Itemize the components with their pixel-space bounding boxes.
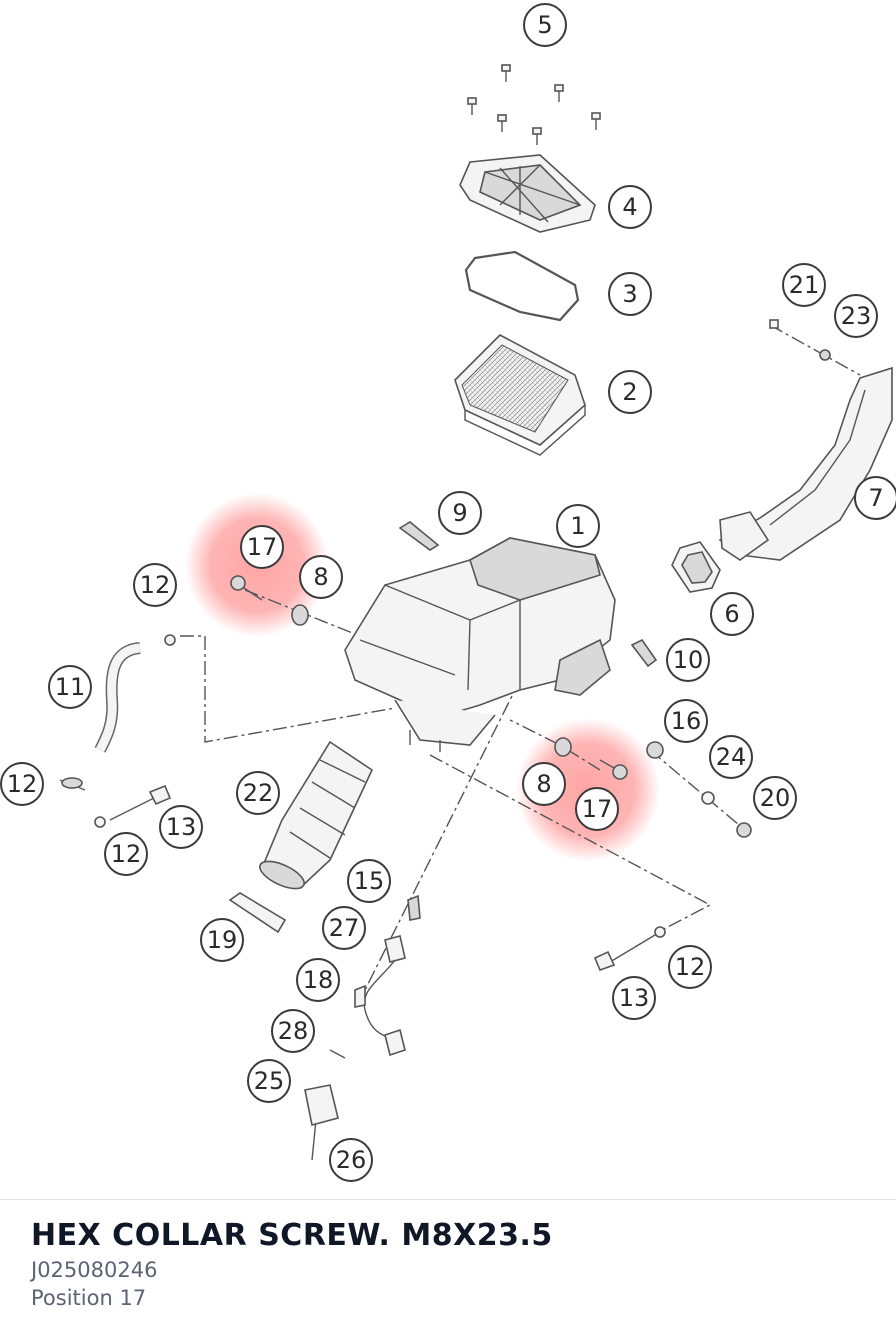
svg-text:11: 11: [55, 673, 86, 701]
callout-22[interactable]: 22: [236, 771, 280, 815]
callout-1[interactable]: 1: [556, 504, 600, 548]
part-info-panel: HEX COLLAR SCREW. M8X23.5 J025080246 Pos…: [0, 1199, 896, 1336]
svg-text:3: 3: [622, 280, 637, 308]
svg-text:10: 10: [673, 646, 704, 674]
callout-12-top-left[interactable]: 12: [133, 563, 177, 607]
svg-text:26: 26: [336, 1146, 367, 1174]
callout-12-bottom-left[interactable]: 12: [104, 832, 148, 876]
callout-17-upper[interactable]: 17: [240, 525, 284, 569]
svg-text:13: 13: [619, 984, 650, 1012]
svg-text:23: 23: [841, 302, 872, 330]
svg-text:8: 8: [313, 563, 328, 591]
svg-text:12: 12: [140, 571, 171, 599]
callout-12-left[interactable]: 12: [0, 762, 44, 806]
svg-text:16: 16: [671, 707, 702, 735]
svg-text:17: 17: [582, 795, 613, 823]
callout-25[interactable]: 25: [247, 1059, 291, 1103]
callout-12-right[interactable]: 12: [668, 945, 712, 989]
svg-text:9: 9: [452, 499, 467, 527]
part-gasket-3: [464, 250, 580, 322]
part-cap-13-right: [593, 950, 616, 972]
callout-21[interactable]: 21: [782, 263, 826, 307]
svg-text:25: 25: [254, 1067, 285, 1095]
callout-18[interactable]: 18: [296, 958, 340, 1002]
part-screw-17-lower: [599, 759, 628, 780]
callout-6[interactable]: 6: [710, 592, 754, 636]
part-screw-17-upper: [230, 575, 263, 601]
svg-text:1: 1: [570, 512, 585, 540]
svg-text:18: 18: [303, 966, 334, 994]
part-intake-boot-22: [259, 740, 374, 890]
callout-17-lower[interactable]: 17: [575, 787, 619, 831]
svg-text:22: 22: [243, 779, 274, 807]
svg-text:12: 12: [111, 840, 142, 868]
part-small-clamp-12: [61, 777, 106, 828]
callout-27[interactable]: 27: [322, 906, 366, 950]
part-grommet-16: [646, 741, 664, 759]
part-washer-8-upper: [291, 604, 309, 626]
callout-13-left[interactable]: 13: [159, 805, 203, 849]
svg-text:4: 4: [622, 193, 637, 221]
part-washer-24: [701, 791, 715, 805]
part-intake-duct-7: [718, 319, 893, 561]
part-name: HEX COLLAR SCREW. M8X23.5: [31, 1218, 553, 1253]
callout-15[interactable]: 15: [347, 859, 391, 903]
svg-text:5: 5: [537, 11, 552, 39]
callout-4[interactable]: 4: [608, 185, 652, 229]
callout-9[interactable]: 9: [438, 491, 482, 535]
svg-text:28: 28: [278, 1017, 309, 1045]
part-hose-11: [94, 634, 176, 753]
callout-8-lower[interactable]: 8: [522, 762, 566, 806]
svg-text:12: 12: [675, 953, 706, 981]
callout-13-right[interactable]: 13: [612, 976, 656, 1020]
callout-26[interactable]: 26: [329, 1138, 373, 1182]
callout-7[interactable]: 7: [854, 476, 896, 520]
callout-23[interactable]: 23: [834, 294, 878, 338]
callout-3[interactable]: 3: [608, 272, 652, 316]
svg-text:15: 15: [354, 867, 385, 895]
part-filter-element-2: [454, 334, 586, 456]
part-spring-28: [329, 1049, 346, 1059]
svg-text:17: 17: [247, 533, 278, 561]
part-screws-5: [467, 64, 601, 145]
part-cap-13-left: [148, 784, 172, 806]
part-bracket-25: [304, 1084, 339, 1126]
callout-8-upper[interactable]: 8: [299, 555, 343, 599]
part-clamp-12-right: [654, 926, 666, 938]
part-number: J025080246: [31, 1258, 158, 1282]
part-seal-6: [671, 541, 721, 593]
svg-text:6: 6: [724, 600, 739, 628]
part-position: Position 17: [31, 1286, 147, 1310]
callout-20[interactable]: 20: [753, 776, 797, 820]
part-washer-8-lower: [554, 737, 572, 757]
callout-19[interactable]: 19: [200, 918, 244, 962]
svg-text:24: 24: [716, 743, 747, 771]
callout-28[interactable]: 28: [271, 1009, 315, 1053]
svg-text:21: 21: [789, 271, 820, 299]
svg-text:12: 12: [7, 770, 38, 798]
callout-16[interactable]: 16: [664, 699, 708, 743]
part-clip-9: [398, 521, 440, 551]
svg-text:7: 7: [868, 484, 883, 512]
part-sensor-10: [630, 638, 658, 668]
callout-2[interactable]: 2: [608, 370, 652, 414]
svg-text:2: 2: [622, 378, 637, 406]
svg-text:27: 27: [329, 914, 360, 942]
part-harness-18: [354, 894, 421, 1057]
part-tube-19: [228, 892, 287, 934]
callout-5[interactable]: 5: [523, 3, 567, 47]
callout-10[interactable]: 10: [666, 638, 710, 682]
svg-text:13: 13: [166, 813, 197, 841]
svg-text:8: 8: [536, 770, 551, 798]
part-airbox-1: [344, 537, 616, 752]
parts-diagram: 5 4 3 2 21 23 7 9 1 17 8 12 6 10 11 16 2…: [0, 3, 896, 1182]
callout-11[interactable]: 11: [48, 665, 92, 709]
part-bolt-20: [736, 822, 752, 838]
part-filter-cover-4: [459, 154, 596, 233]
callout-24[interactable]: 24: [709, 735, 753, 779]
svg-text:19: 19: [207, 926, 238, 954]
svg-text:20: 20: [760, 784, 791, 812]
